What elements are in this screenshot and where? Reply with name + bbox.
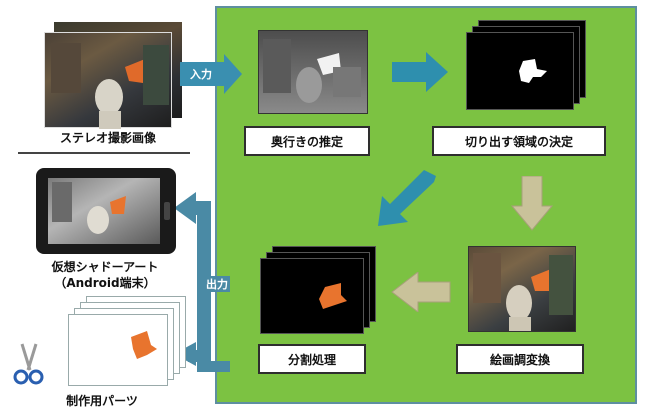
step-painterly-conversion: 絵画調変換 <box>456 344 584 374</box>
input-arrow-label: 入力 <box>190 68 212 81</box>
step-region-decision: 切り出す領域の決定 <box>432 126 606 156</box>
segment-image-front <box>260 258 364 334</box>
flow-arrow-diagonal <box>378 170 436 226</box>
stereo-scene-illustration <box>51 43 169 129</box>
depth-map-shapes <box>263 39 361 103</box>
painterly-scene-illustration <box>473 253 573 331</box>
android-caption-line1: 仮想シャドーアート <box>51 260 159 274</box>
depth-map-image <box>258 30 368 114</box>
parts-shape <box>131 331 157 359</box>
parts-sheet-front <box>68 314 168 386</box>
output-arrow-label: 出力 <box>204 276 230 292</box>
stereo-image-front <box>44 32 172 129</box>
tablet-screen <box>48 178 160 244</box>
mask-shape <box>519 59 547 83</box>
segment-shape <box>319 283 347 309</box>
painterly-image <box>468 246 576 332</box>
flow-arrow-depth-to-region <box>392 52 448 92</box>
step-segmentation: 分割処理 <box>258 344 366 374</box>
section-divider <box>18 152 190 154</box>
mask-image-front <box>466 32 574 110</box>
flow-arrow-down <box>510 176 554 231</box>
flow-arrow-left <box>391 272 451 312</box>
tablet-home-button <box>164 202 170 220</box>
android-tablet <box>36 168 176 254</box>
parts-caption: 制作用パーツ <box>66 394 138 408</box>
scissors-icon <box>13 343 44 385</box>
android-caption-line2: （Android端末） <box>54 276 156 290</box>
input-arrow <box>180 54 242 94</box>
tablet-screen-illustration <box>52 182 126 234</box>
step-depth-estimation: 奥行きの推定 <box>244 126 370 156</box>
stereo-image-caption: ステレオ撮影画像 <box>59 131 156 145</box>
stereo-image-stack <box>44 22 184 132</box>
